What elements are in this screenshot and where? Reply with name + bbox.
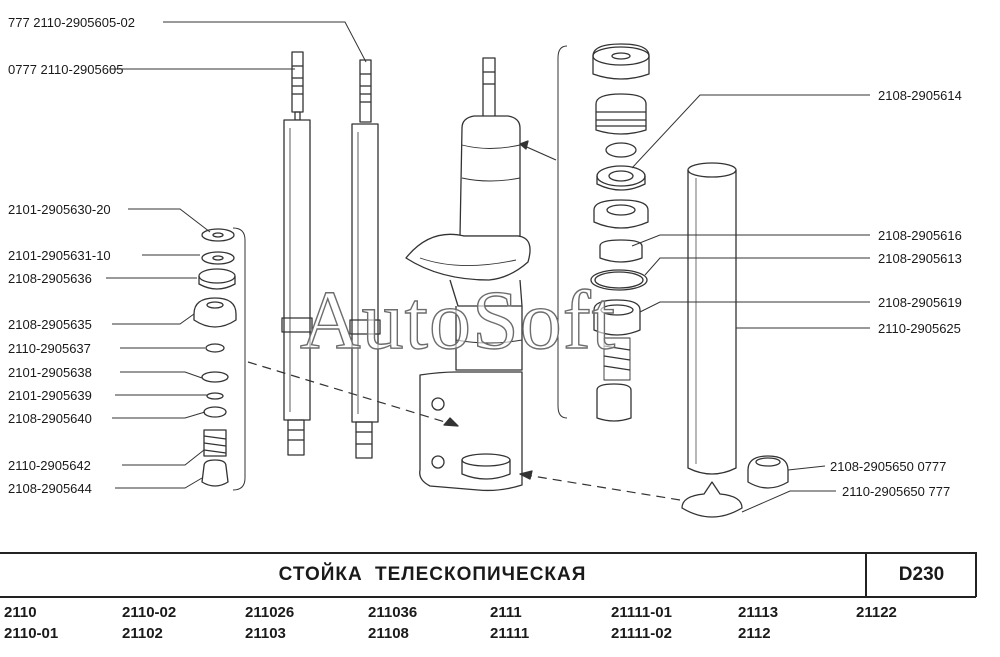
part-label-disc-639[interactable]: 2101-2905639 xyxy=(8,388,92,403)
model-code: 211026 xyxy=(245,604,295,621)
part-label-guide[interactable]: 2108-2905619 xyxy=(878,295,962,310)
part-label-valve-a[interactable]: 2108-2905650 0777 xyxy=(830,459,947,474)
piston-rod-1 xyxy=(281,51,313,456)
part-label-cylinder[interactable]: 2110-2905625 xyxy=(878,321,961,336)
page-code: D230 xyxy=(898,563,945,585)
model-code: 2110-01 xyxy=(4,625,59,642)
part-label-plate-10[interactable]: 2101-2905631-10 xyxy=(8,248,111,263)
part-label-plate-20[interactable]: 2101-2905630-20 xyxy=(8,202,111,217)
upper-mount-stack xyxy=(590,43,650,422)
part-label-disc-637[interactable]: 2110-2905637 xyxy=(8,341,91,356)
title-block-divider xyxy=(865,552,867,597)
model-code: 2112 xyxy=(738,625,771,642)
model-code: 21113 xyxy=(738,604,779,621)
exploded-assembly-drawing xyxy=(106,21,870,518)
model-code: 21108 xyxy=(368,625,409,642)
model-code: 2111 xyxy=(490,604,522,621)
model-code: 211036 xyxy=(368,604,418,621)
part-label-piston-635[interactable]: 2108-2905635 xyxy=(8,317,92,332)
rebound-valve-stack xyxy=(193,228,237,487)
model-code: 21102 xyxy=(122,625,163,642)
title-block-right-edge xyxy=(975,552,977,597)
model-code: 21111-02 xyxy=(611,625,672,642)
model-code: 21111 xyxy=(490,625,530,642)
part-label-rod-b[interactable]: 0777 2110-2905605 xyxy=(8,62,124,77)
part-label-rod-a[interactable]: 777 2110-2905605-02 xyxy=(8,15,135,30)
strut-housing xyxy=(405,57,531,492)
part-label-o-ring[interactable]: 2108-2905613 xyxy=(878,251,962,266)
part-label-cup-640[interactable]: 2108-2905640 xyxy=(8,411,92,426)
model-code: 21122 xyxy=(856,604,897,621)
part-label-nut-644[interactable]: 2108-2905644 xyxy=(8,481,92,496)
part-label-ring-636[interactable]: 2108-2905636 xyxy=(8,271,92,286)
part-label-disc-638[interactable]: 2101-2905638 xyxy=(8,365,92,380)
model-code: 21111-01 xyxy=(611,604,672,621)
model-code: 2110-02 xyxy=(122,604,177,621)
part-label-seal-washer[interactable]: 2108-2905616 xyxy=(878,228,962,243)
model-code: 2110 xyxy=(4,604,37,621)
piston-rod-2 xyxy=(349,59,381,459)
part-label-spring-642[interactable]: 2110-2905642 xyxy=(8,458,91,473)
part-label-bearing-top[interactable]: 2108-2905614 xyxy=(878,88,962,103)
working-cylinder xyxy=(687,162,737,475)
title-block-top-rule xyxy=(0,552,976,554)
title-block-bottom-rule xyxy=(0,596,976,598)
model-code: 21103 xyxy=(245,625,286,642)
part-label-valve-b[interactable]: 2110-2905650 777 xyxy=(842,484,951,499)
valve-assemblies xyxy=(681,455,789,518)
page-title: СТОЙКА ТЕЛЕСКОПИЧЕСКАЯ xyxy=(278,563,587,585)
